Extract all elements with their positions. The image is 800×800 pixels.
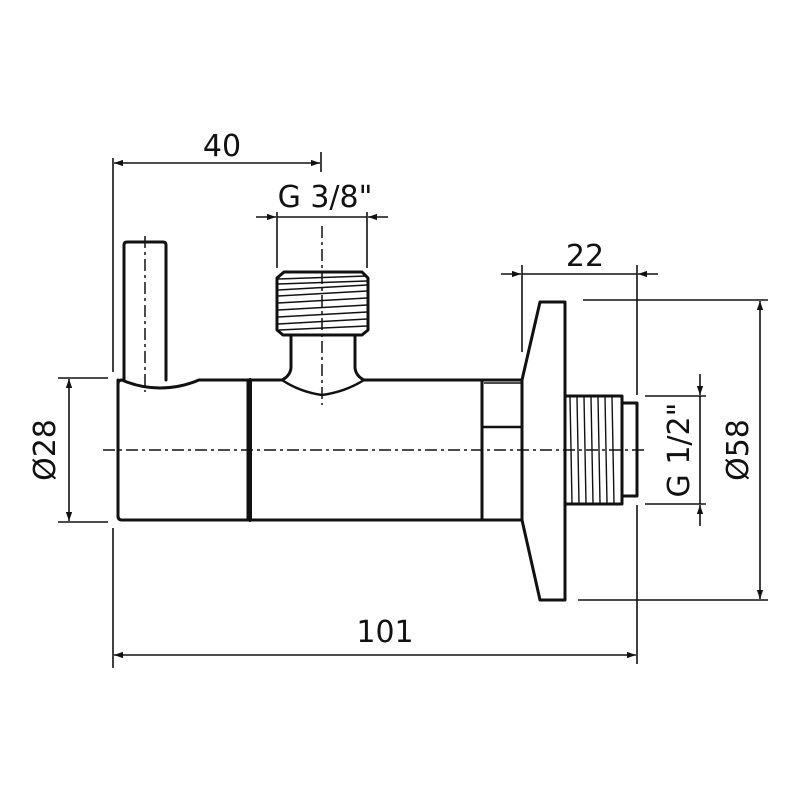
dimension-handle-offset: 40: [112, 129, 322, 372]
dimension-flange-depth: 22: [501, 239, 658, 395]
dimension-label-g38: G 3/8": [278, 180, 373, 215]
body-middle-section: [248, 333, 484, 522]
dimension-outlet-thread: G 3/8": [256, 180, 388, 268]
wall-flange: [520, 300, 567, 602]
dimension-label-22: 22: [566, 239, 604, 274]
dimension-label-40: 40: [203, 129, 241, 164]
valve-body: [116, 240, 639, 602]
outlet-thread-nipple: [275, 270, 370, 337]
dimension-label-g12: G 1/2": [662, 403, 697, 498]
center-lines: [103, 226, 645, 451]
dimension-label-101: 101: [356, 615, 413, 650]
dimension-label-d28: Ø28: [28, 419, 63, 481]
dimension-label-d58: Ø58: [721, 419, 756, 481]
outlet-saddle-curve: [280, 378, 366, 397]
dimension-inlet-thread: G 1/2": [645, 374, 706, 526]
dimension-overall-length: 101: [112, 505, 638, 668]
dimension-flange-diameter: Ø58: [578, 299, 768, 601]
dimension-body-diameter: Ø28: [28, 377, 108, 523]
body-left-section: [116, 378, 250, 522]
